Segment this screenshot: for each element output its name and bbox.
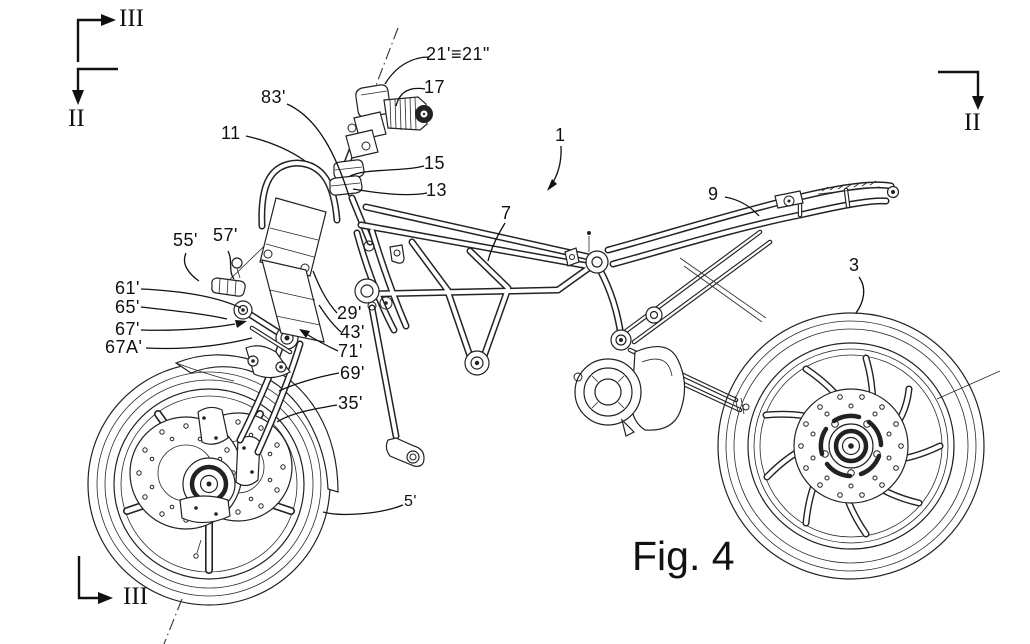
ref-label-65: 65' xyxy=(115,297,140,317)
arrow-ref-1 xyxy=(547,179,557,191)
ref-label-29: 29' xyxy=(337,303,362,323)
ref-label-57: 57' xyxy=(213,225,238,245)
ref-label-61: 61' xyxy=(115,278,140,298)
ref-label-9: 9 xyxy=(708,184,719,204)
ref-label-3: 3 xyxy=(849,255,860,275)
engine-cover xyxy=(573,345,686,437)
ref-label-1: 1 xyxy=(555,125,566,145)
section-arrow-iii-top xyxy=(101,14,116,26)
rear-hub xyxy=(821,420,881,477)
tire-section-line xyxy=(936,370,1001,400)
section-label-iii-bottom: III xyxy=(123,583,148,610)
ref-label-83: 83' xyxy=(261,87,286,107)
ref-label-69: 69' xyxy=(340,363,365,383)
ref-label-35: 35' xyxy=(338,393,363,413)
knuckle-plate xyxy=(245,345,291,379)
section-label-ii-right: II xyxy=(964,109,981,136)
section-arrow-iii-bottom xyxy=(98,592,113,604)
section-arrow-ii-right xyxy=(972,96,984,110)
arrow-ref-67 xyxy=(235,320,247,328)
valve-stem xyxy=(196,539,202,554)
ref-label-5: 5' xyxy=(404,493,417,510)
ref-label-71: 71' xyxy=(338,341,363,361)
lower-steering-ball-joint xyxy=(354,278,380,304)
frame-bracket xyxy=(389,244,405,264)
rear-frame-joint xyxy=(585,250,609,274)
figure-caption: Fig. 4 xyxy=(632,533,735,579)
rear-subframe-details xyxy=(679,180,900,323)
ref-label-43: 43' xyxy=(340,322,365,342)
section-arrow-ii-left xyxy=(72,90,84,105)
ref-label-55: 55' xyxy=(173,230,198,250)
front-brake-calipers xyxy=(179,406,261,524)
ref-label-21: 21'≡21" xyxy=(426,44,490,64)
arrow-ref-71 xyxy=(299,329,310,338)
steering-axis-line-lower xyxy=(163,598,183,644)
steering-damper-cylinder xyxy=(211,277,246,297)
section-label-iii-top: III xyxy=(119,5,144,32)
ref-label-13: 13 xyxy=(426,180,448,200)
handlebar-assembly xyxy=(329,84,433,196)
ref-label-67a: 67A' xyxy=(105,337,143,357)
leader-lines xyxy=(140,56,865,516)
ref-label-67: 67' xyxy=(115,319,140,339)
section-markers xyxy=(72,14,984,604)
stand-foot xyxy=(367,301,425,467)
rear-wheel xyxy=(717,312,1001,580)
main-frame xyxy=(252,180,900,467)
ref-label-17: 17 xyxy=(424,77,446,97)
steering-column xyxy=(259,197,327,343)
ref-label-11: 11 xyxy=(221,123,241,143)
ball-joint xyxy=(231,257,243,279)
ref-label-15: 15 xyxy=(424,153,446,173)
ref-label-7: 7 xyxy=(501,203,512,223)
section-label-ii-left: II xyxy=(68,105,85,132)
